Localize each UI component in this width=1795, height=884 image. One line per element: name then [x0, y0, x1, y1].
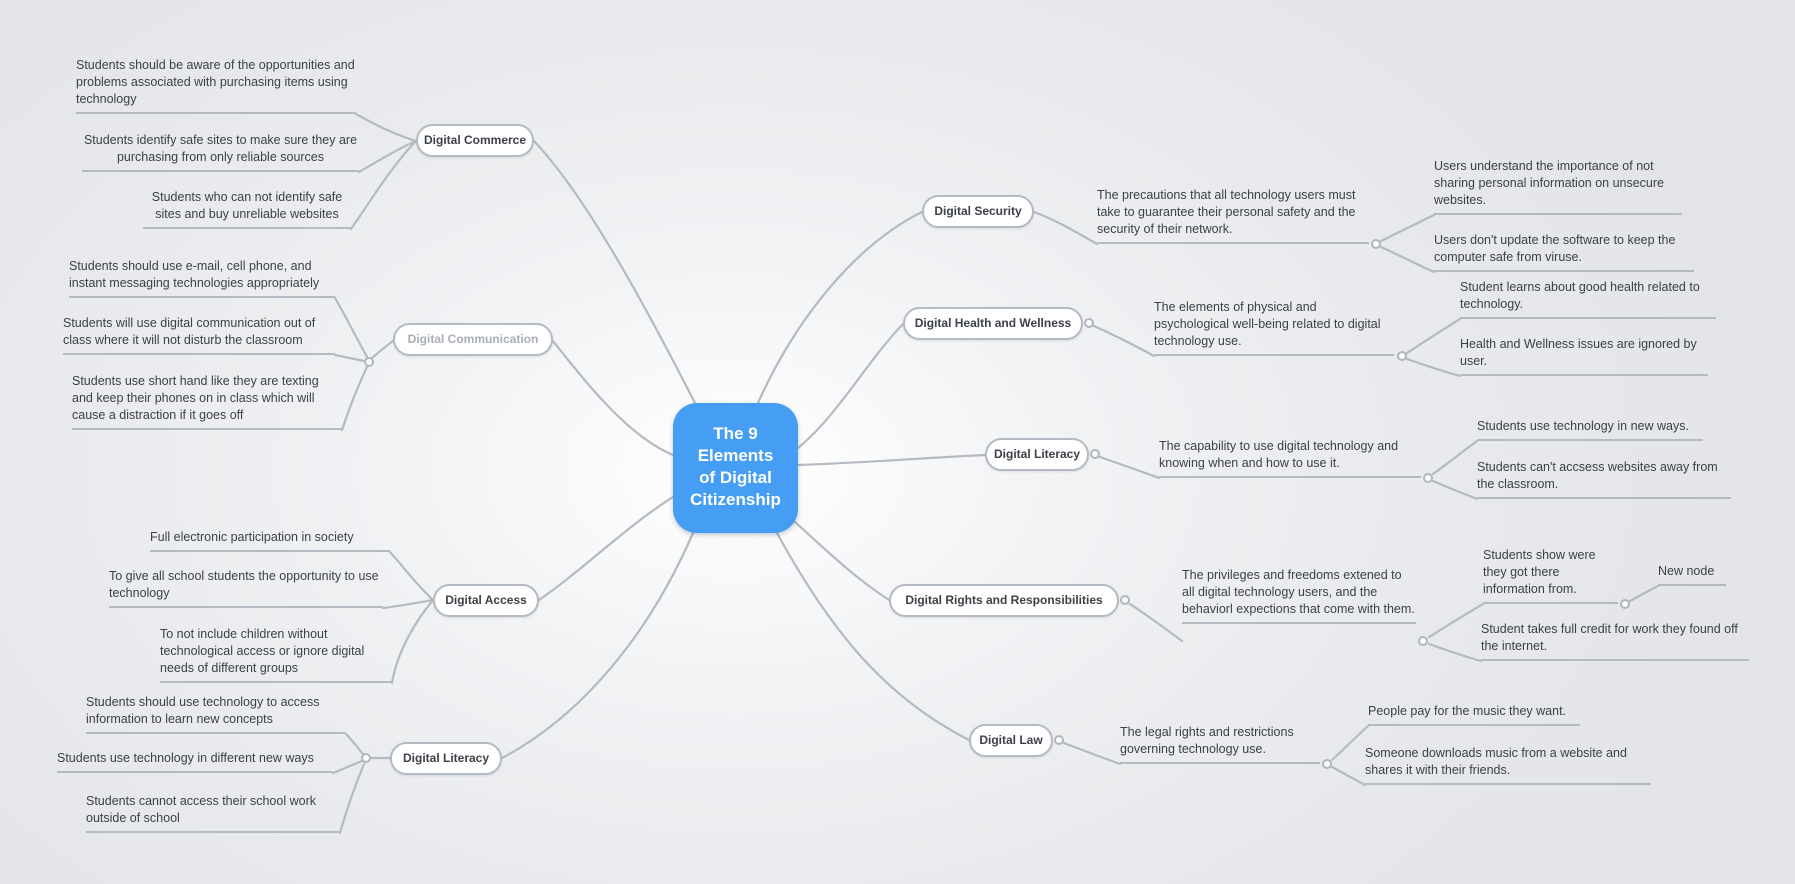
- edge-literacy-right-0: [1431, 439, 1479, 476]
- note-rights-0[interactable]: Students show were they got there inform…: [1483, 547, 1618, 604]
- topic-digital-rights-responsibilities[interactable]: Digital Rights and Responsibilities: [889, 584, 1119, 617]
- expand-toggle-rights-pill[interactable]: [1120, 595, 1130, 605]
- expand-toggle-literacy-right-desc[interactable]: [1423, 473, 1433, 483]
- edge-literacy-left-2: [338, 762, 366, 835]
- expand-toggle-law-pill[interactable]: [1054, 735, 1064, 745]
- note-communication-1[interactable]: Students will use digital communication …: [63, 315, 335, 355]
- edge-commerce-0: [354, 112, 418, 143]
- topic-digital-literacy-left[interactable]: Digital Literacy: [390, 742, 502, 775]
- note-communication-2[interactable]: Students use short hand like they are te…: [72, 373, 342, 430]
- edge-communication-1: [333, 353, 366, 363]
- note-literacy-right-1[interactable]: Students can't accsess websites away fro…: [1477, 459, 1731, 499]
- edge-rights-desc: [1128, 602, 1184, 643]
- note-commerce-1[interactable]: Students identify safe sites to make sur…: [82, 132, 359, 172]
- desc-security[interactable]: The precautions that all technology user…: [1097, 187, 1369, 244]
- edge-law-0: [1330, 724, 1370, 762]
- expand-toggle-literacy-left[interactable]: [361, 753, 371, 763]
- edge-literacy-right-1: [1431, 479, 1479, 501]
- note-health-1[interactable]: Health and Wellness issues are ignored b…: [1460, 336, 1708, 376]
- edge-health-desc: [1092, 324, 1156, 358]
- note-access-2[interactable]: To not include children without technolo…: [160, 626, 392, 683]
- expand-toggle-rights-newnode[interactable]: [1620, 599, 1630, 609]
- edge-center-access: [537, 495, 675, 602]
- expand-toggle-law-desc[interactable]: [1322, 759, 1332, 769]
- edge-law-desc: [1062, 741, 1122, 766]
- edge-center-law: [775, 531, 971, 742]
- topic-digital-law[interactable]: Digital Law: [969, 724, 1053, 757]
- note-rights-1[interactable]: Student takes full credit for work they …: [1481, 621, 1749, 661]
- edge-commerce-1: [357, 139, 418, 174]
- expand-toggle-communication[interactable]: [364, 357, 374, 367]
- desc-literacy-right[interactable]: The capability to use digital technology…: [1159, 438, 1421, 478]
- edge-rights-1: [1427, 642, 1483, 663]
- edge-communication-2: [340, 365, 369, 432]
- note-security-1[interactable]: Users don't update the software to keep …: [1434, 232, 1694, 272]
- note-security-0[interactable]: Users understand the importance of not s…: [1434, 158, 1682, 215]
- expand-toggle-health-pill[interactable]: [1084, 318, 1094, 328]
- expand-toggle-security-desc[interactable]: [1371, 239, 1381, 249]
- edge-rights-0: [1427, 602, 1485, 639]
- edge-center-literacy-right: [796, 453, 987, 467]
- edge-commerce-2: [349, 139, 418, 231]
- note-literacy-right-0[interactable]: Students use technology in new ways.: [1477, 418, 1703, 441]
- edge-security-1: [1379, 245, 1436, 274]
- edge-health-0: [1405, 317, 1462, 355]
- note-law-0[interactable]: People pay for the music they want.: [1368, 703, 1580, 726]
- note-access-1[interactable]: To give all school students the opportun…: [109, 568, 383, 608]
- topic-digital-access[interactable]: Digital Access: [433, 584, 539, 617]
- topic-digital-communication[interactable]: Digital Communication: [393, 323, 553, 356]
- edge-communication-0: [333, 296, 369, 359]
- desc-law[interactable]: The legal rights and restrictions govern…: [1120, 724, 1320, 764]
- note-literacy-left-1[interactable]: Students use technology in different new…: [57, 750, 333, 773]
- edge-literacy-left-1: [331, 759, 364, 775]
- note-literacy-left-0[interactable]: Students should use technology to access…: [86, 694, 346, 734]
- edge-center-communication: [551, 339, 675, 457]
- topic-digital-health-wellness[interactable]: Digital Health and Wellness: [903, 307, 1083, 340]
- topic-digital-commerce[interactable]: Digital Commerce: [416, 124, 534, 157]
- note-commerce-2[interactable]: Students who can not identify safe sites…: [143, 189, 351, 229]
- edge-center-security: [756, 210, 924, 405]
- note-commerce-0[interactable]: Students should be aware of the opportun…: [76, 57, 356, 114]
- note-rights-newnode[interactable]: New node: [1658, 563, 1726, 586]
- topic-digital-security[interactable]: Digital Security: [922, 195, 1034, 228]
- edge-rights-newnode: [1628, 584, 1660, 603]
- edge-security-desc: [1032, 210, 1099, 246]
- edge-law-1: [1330, 765, 1367, 787]
- desc-rights[interactable]: The privileges and freedoms extened to a…: [1182, 567, 1416, 624]
- edge-center-health: [796, 322, 905, 450]
- desc-health[interactable]: The elements of physical and psychologic…: [1154, 299, 1394, 356]
- expand-toggle-literacy-right-pill[interactable]: [1090, 449, 1100, 459]
- note-access-0[interactable]: Full electronic participation in society: [150, 529, 390, 552]
- note-law-1[interactable]: Someone downloads music from a website a…: [1365, 745, 1651, 785]
- edge-health-1: [1405, 357, 1462, 378]
- expand-toggle-health-desc[interactable]: [1397, 351, 1407, 361]
- edge-center-rights: [793, 520, 891, 602]
- edge-literacy-left-0: [344, 732, 365, 756]
- central-topic[interactable]: The 9 Elements of Digital Citizenship: [673, 403, 798, 533]
- edge-access-1: [381, 598, 435, 610]
- edge-literacy-right-desc: [1098, 455, 1161, 480]
- note-health-0[interactable]: Student learns about good health related…: [1460, 279, 1716, 319]
- edge-access-0: [388, 550, 435, 602]
- edge-access-2: [390, 598, 435, 685]
- expand-toggle-rights-desc[interactable]: [1418, 636, 1428, 646]
- edge-center-commerce: [532, 139, 697, 405]
- note-communication-0[interactable]: Students should use e-mail, cell phone, …: [69, 258, 335, 298]
- note-literacy-left-2[interactable]: Students cannot access their school work…: [86, 793, 340, 833]
- topic-digital-literacy-right[interactable]: Digital Literacy: [985, 438, 1089, 471]
- edge-security-0: [1379, 213, 1436, 243]
- edge-communication-junction: [370, 339, 395, 360]
- edge-center-literacy-left: [500, 531, 695, 760]
